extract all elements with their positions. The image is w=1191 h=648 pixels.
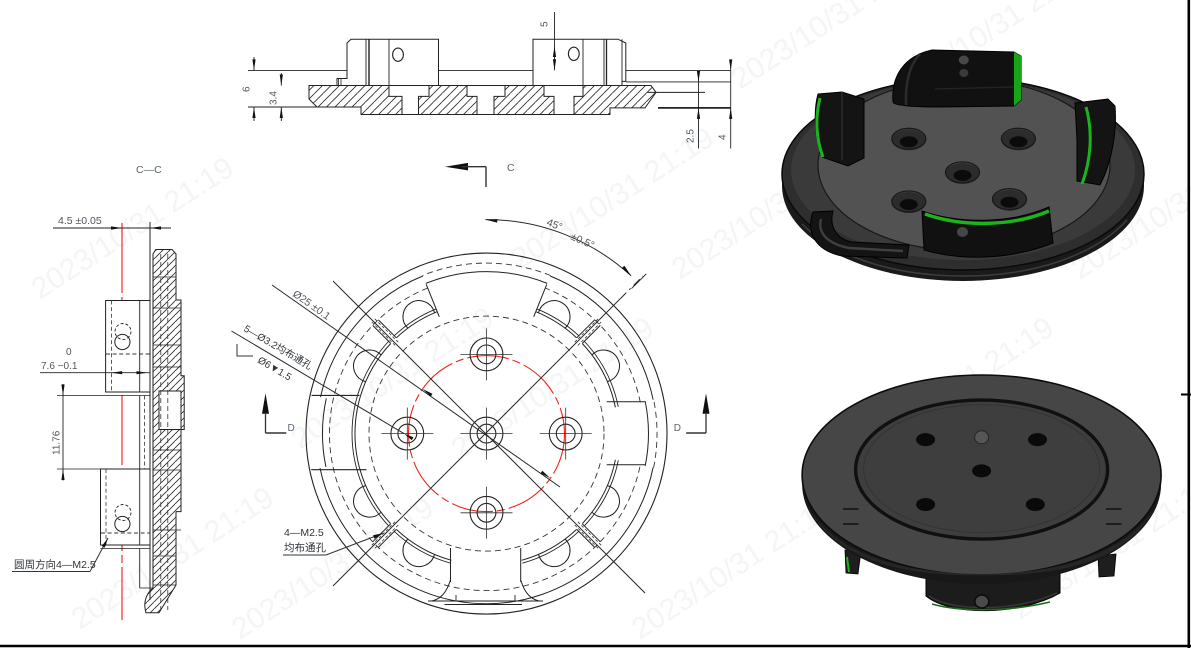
- svg-text:4: 4: [718, 134, 729, 140]
- svg-text:5: 5: [540, 21, 551, 27]
- svg-text:均布通孔: 均布通孔: [284, 541, 326, 554]
- svg-text:4—M2.5: 4—M2.5: [284, 527, 324, 539]
- svg-text:D: D: [288, 423, 295, 434]
- svg-text:2.5: 2.5: [686, 129, 697, 143]
- svg-text:C—C: C—C: [136, 164, 162, 176]
- svg-text:3.4: 3.4: [269, 91, 280, 105]
- svg-text:圆周方向4—M2.5: 圆周方向4—M2.5: [14, 558, 96, 571]
- svg-text:6: 6: [242, 86, 253, 92]
- svg-text:11.76: 11.76: [52, 430, 63, 455]
- svg-text:D: D: [674, 423, 681, 434]
- svg-text:7.6 −0.1: 7.6 −0.1: [41, 361, 78, 372]
- svg-text:4.5 ±0.05: 4.5 ±0.05: [58, 215, 102, 227]
- svg-text:45°: 45°: [545, 217, 564, 234]
- svg-text:C: C: [507, 162, 515, 174]
- svg-text:0: 0: [66, 347, 72, 358]
